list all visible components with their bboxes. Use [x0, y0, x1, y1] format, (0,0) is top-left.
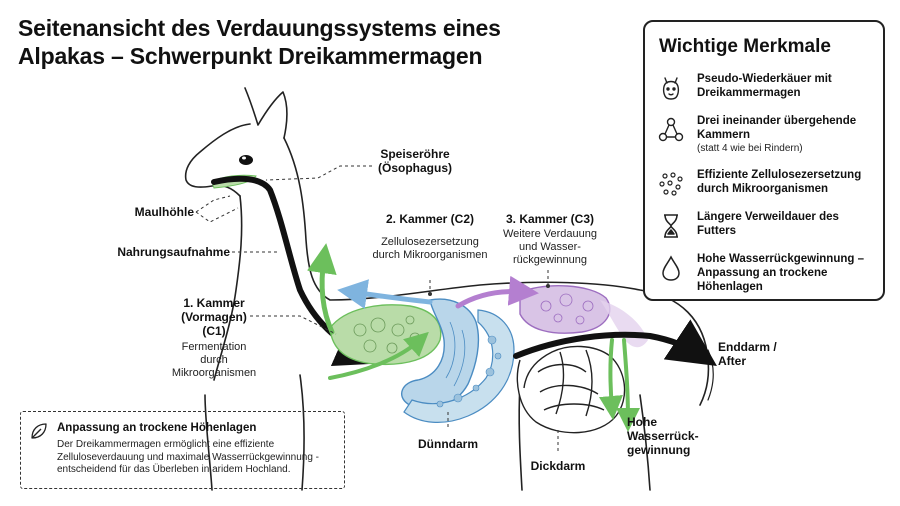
features-title: Wichtige Merkmale	[659, 36, 831, 57]
leader-lines	[195, 165, 559, 452]
label-mouth: Maulhöhle	[134, 205, 194, 219]
c3-texture	[540, 293, 594, 325]
leaf-icon	[31, 423, 47, 439]
green-arrow-up	[306, 243, 337, 335]
label-rectum: Enddarm / After	[718, 340, 777, 368]
feature-title: Hohe Wasserrückgewinnung – Anpassung an …	[697, 253, 864, 293]
label-chamber-c3: 3. Kammer (C3) Weitere Verdauung und Was…	[503, 212, 597, 266]
note-body: Der Dreikammermagen ermöglicht eine effi…	[57, 439, 319, 475]
green-arrow-right	[328, 331, 429, 380]
title-line-2: Alpakas – Schwerpunkt Dreikammermagen	[18, 43, 483, 69]
feature-item: Hohe Wasserrückgewinnung – Anpassung an …	[653, 252, 881, 296]
alpaca-icon	[662, 77, 680, 100]
feature-item: Drei ineinander übergehende Kammern (sta…	[653, 114, 881, 158]
adaptation-note: Anpassung an trockene Höhenlagen Der Dre…	[20, 411, 345, 489]
label-intake: Nahrungsaufnahme	[117, 245, 230, 259]
label-esophagus: Speiseröhre (Ösophagus)	[378, 147, 452, 175]
feature-title: Drei ineinander übergehende Kammern	[697, 115, 857, 141]
feature-sub: (statt 4 wie bei Rindern)	[697, 143, 803, 154]
green-arrow-down-1	[599, 338, 623, 420]
feature-item: Längere Verweildauer des Futters	[653, 210, 881, 254]
esophagus-path	[211, 175, 385, 366]
small-intestine-dots	[436, 335, 502, 408]
feature-title: Pseudo-Wiederkäuer mit Dreikammermagen	[697, 73, 832, 99]
feature-item: Effiziente Zellulosezersetzung durch Mik…	[653, 168, 881, 212]
features-panel: Wichtige Merkmale Pseudo-Wiederkäuer mit…	[643, 20, 885, 301]
title-line-1: Seitenansicht des Verdauungssystems eine…	[18, 15, 501, 41]
chamber-c3	[519, 285, 611, 334]
hourglass-icon	[664, 214, 678, 238]
water-drop-icon	[662, 255, 680, 281]
leader-dots	[428, 284, 550, 296]
alpaca-eye	[239, 155, 253, 165]
label-small-intestine: Dünndarm	[418, 437, 478, 451]
note-title: Anpassung an trockene Höhenlagen	[57, 422, 257, 434]
label-chamber-c2: 2. Kammer (C2) Zellulosezersetzung durch…	[372, 212, 488, 261]
feature-title: Effiziente Zellulosezersetzung durch Mik…	[697, 169, 862, 195]
dots-icon	[659, 172, 683, 196]
purple-arrow	[455, 275, 539, 309]
network-icon	[658, 117, 684, 142]
chamber-c2	[400, 298, 480, 409]
rectum-arrow	[513, 319, 717, 366]
green-arrow-down-2	[615, 338, 640, 432]
blue-arrow	[337, 279, 433, 309]
label-water-recovery: Hohe Wasserrück- gewinnung	[627, 415, 699, 457]
page-title: Seitenansicht des Verdauungssystems eine…	[18, 14, 598, 70]
large-intestine	[516, 345, 626, 434]
feature-item: Pseudo-Wiederkäuer mit Dreikammermagen	[653, 72, 881, 116]
chamber-c1	[329, 304, 442, 366]
label-chamber-c1: 1. Kammer (Vormagen) (C1) Fermentation d…	[171, 296, 257, 379]
feature-title: Längere Verweildauer des Futters	[697, 211, 839, 237]
label-large-intestine: Dickdarm	[530, 459, 586, 473]
c2-texture	[445, 321, 466, 387]
